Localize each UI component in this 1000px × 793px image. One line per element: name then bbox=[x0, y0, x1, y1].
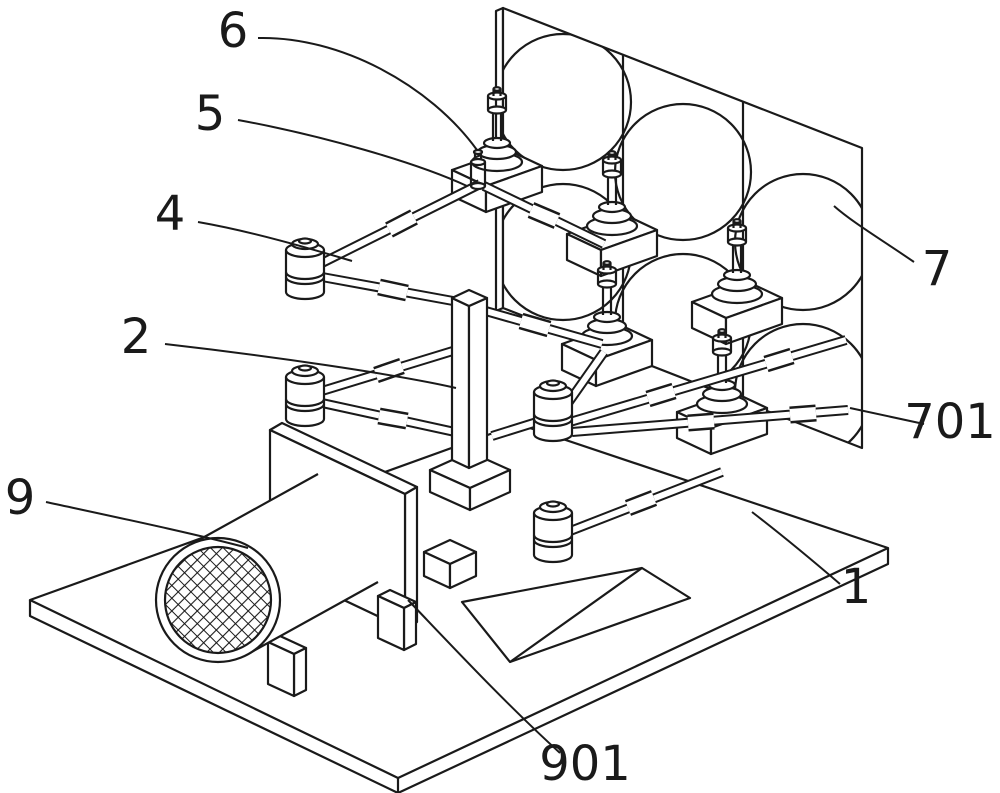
label-4: 4 bbox=[155, 186, 186, 242]
leader-line-7 bbox=[833, 205, 915, 263]
rod bbox=[558, 467, 724, 540]
label-701: 701 bbox=[904, 394, 996, 450]
roller-3 bbox=[532, 379, 574, 443]
leader-line-6 bbox=[257, 36, 478, 151]
rod bbox=[568, 335, 848, 427]
wedge-ramp bbox=[460, 566, 692, 664]
label-7: 7 bbox=[922, 241, 953, 297]
support-column bbox=[428, 288, 512, 512]
leader-line-701 bbox=[849, 407, 925, 425]
label-6: 6 bbox=[218, 3, 249, 59]
small-bracket bbox=[422, 538, 478, 590]
junction-pin bbox=[469, 148, 487, 191]
blower-motor bbox=[154, 473, 379, 664]
rod bbox=[571, 404, 849, 437]
mesh-grille bbox=[165, 547, 271, 653]
leader-line-2 bbox=[164, 343, 457, 389]
label-9: 9 bbox=[5, 470, 36, 526]
leader-line-5 bbox=[237, 119, 468, 187]
pin-tip bbox=[472, 148, 484, 156]
rod bbox=[320, 398, 466, 439]
leader-line-1 bbox=[751, 511, 841, 585]
label-5: 5 bbox=[195, 86, 226, 142]
leader-line-9 bbox=[45, 501, 249, 549]
rod bbox=[321, 272, 465, 308]
foot-bracket-right bbox=[376, 588, 418, 652]
label-1: 1 bbox=[841, 559, 872, 615]
foot-bracket-left bbox=[266, 634, 308, 698]
reference-numerals: 6 5 4 2 9 7 701 1 901 bbox=[5, 3, 996, 792]
blower-assembly bbox=[154, 421, 478, 698]
rod bbox=[466, 301, 604, 349]
roller-2 bbox=[284, 364, 326, 428]
label-901: 901 bbox=[539, 736, 631, 792]
rod bbox=[481, 181, 607, 249]
label-2: 2 bbox=[121, 309, 152, 365]
roller-4 bbox=[532, 500, 574, 564]
fan-disc bbox=[503, 32, 633, 172]
rod bbox=[319, 179, 483, 268]
leader-line-901 bbox=[407, 599, 561, 754]
rod bbox=[320, 345, 458, 396]
leader-line-4 bbox=[197, 221, 353, 262]
leader-lines bbox=[45, 36, 925, 754]
